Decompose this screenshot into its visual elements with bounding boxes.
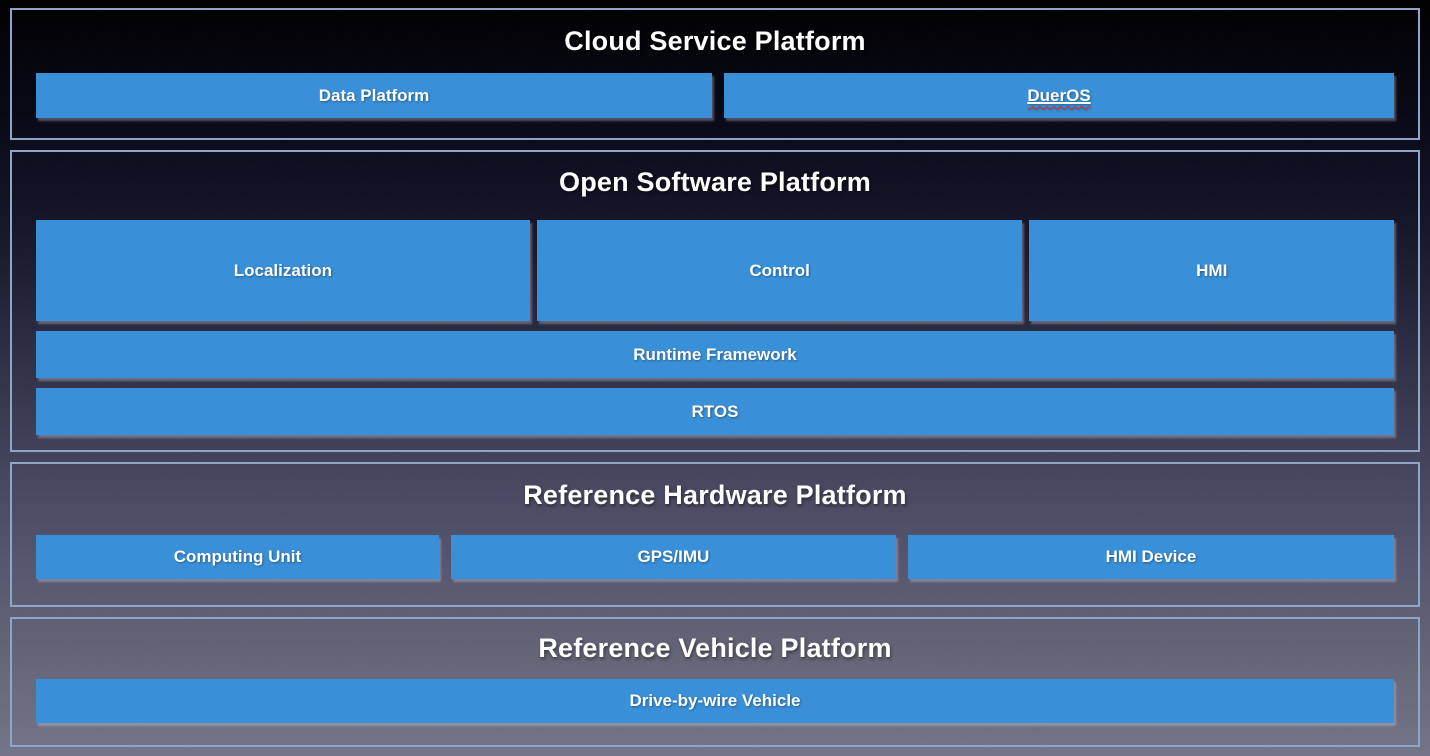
section-title-reference-vehicle-platform: Reference Vehicle Platform <box>538 633 892 663</box>
block-label: Computing Unit <box>173 547 302 566</box>
block-control: Control <box>536 220 1023 321</box>
block-runtime-framework: Runtime Framework <box>36 331 1394 378</box>
block-label: Data Platform <box>318 85 430 105</box>
block-label: Drive-by-wire Vehicle <box>629 691 801 710</box>
runtime-framework-row: Runtime Framework <box>36 331 1394 378</box>
section-title-open-software-platform: Open Software Platform <box>559 167 871 197</box>
vehicle-row: Drive-by-wire Vehicle <box>36 679 1394 723</box>
block-label-underline: DuerOS <box>1027 86 1090 106</box>
cloud-service-row: Data Platform DuerOS <box>36 73 1394 118</box>
block-localization: Localization <box>36 220 530 321</box>
hardware-row: Computing Unit GPS/IMU HMI Device <box>36 535 1394 579</box>
block-data-platform: Data Platform <box>36 73 713 118</box>
block-hmi-device: HMI Device <box>907 535 1394 579</box>
block-label: HMI <box>1196 260 1228 280</box>
block-label: Localization <box>233 260 332 280</box>
section-title-reference-hardware-platform: Reference Hardware Platform <box>523 480 907 510</box>
block-label: Control <box>749 260 810 280</box>
rtos-row: RTOS <box>36 388 1394 435</box>
block-rtos: RTOS <box>36 388 1394 435</box>
block-gps-imu: GPS/IMU <box>450 535 896 579</box>
section-open-software-platform: Open Software Platform Localization Cont… <box>10 150 1420 452</box>
block-label: GPS/IMU <box>637 547 710 566</box>
section-reference-vehicle-platform: Reference Vehicle Platform Drive-by-wire… <box>10 617 1420 747</box>
block-computing-unit: Computing Unit <box>36 535 439 579</box>
block-drive-by-wire-vehicle: Drive-by-wire Vehicle <box>36 679 1394 723</box>
block-label: RTOS <box>691 401 739 421</box>
block-label: HMI Device <box>1105 547 1197 566</box>
section-title-cloud-service-platform: Cloud Service Platform <box>564 26 866 56</box>
software-modules-row: Localization Control HMI <box>36 220 1394 321</box>
spellcheck-squiggle-underline: DuerOS <box>1027 85 1091 105</box>
block-label: Runtime Framework <box>633 344 797 364</box>
section-cloud-service-platform: Cloud Service Platform Data Platform Due… <box>10 8 1420 140</box>
section-reference-hardware-platform: Reference Hardware Platform Computing Un… <box>10 462 1420 607</box>
block-hmi: HMI <box>1029 220 1394 321</box>
block-dueros: DuerOS <box>724 73 1394 118</box>
